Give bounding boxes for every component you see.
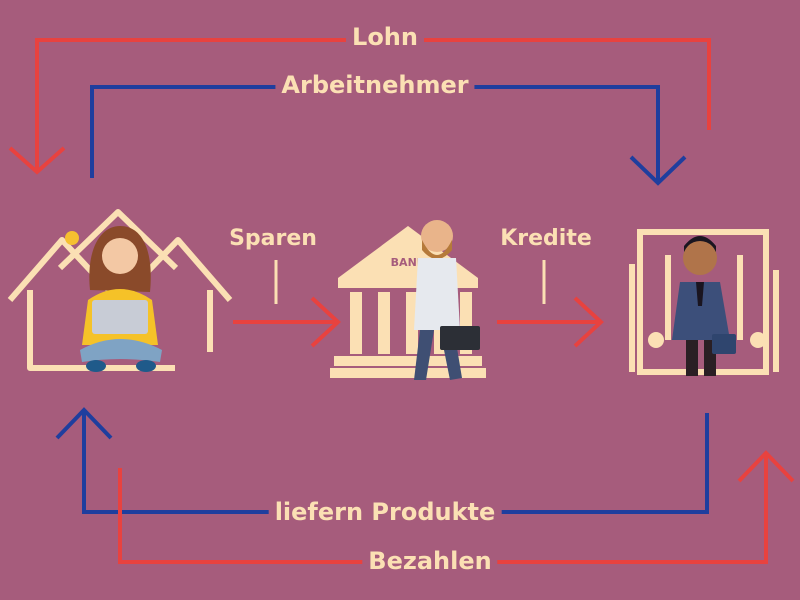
kredite-arrow: [497, 298, 601, 346]
sparen-arrow: [233, 298, 338, 346]
bezahlen-label: Bezahlen: [362, 546, 497, 576]
bank-icon: BANK: [330, 220, 486, 380]
household-icon: [10, 212, 230, 372]
lohn-label: Lohn: [346, 22, 424, 52]
arbeitnehmer-label: Arbeitnehmer: [275, 70, 474, 100]
liefern-produkte-label: liefern Produkte: [269, 497, 502, 527]
company-icon: [632, 232, 776, 376]
sparen-label: Sparen: [223, 224, 323, 254]
lohn-arrow: [10, 40, 709, 172]
arbeitnehmer-arrow: [92, 87, 685, 183]
kredite-label: Kredite: [494, 224, 598, 254]
